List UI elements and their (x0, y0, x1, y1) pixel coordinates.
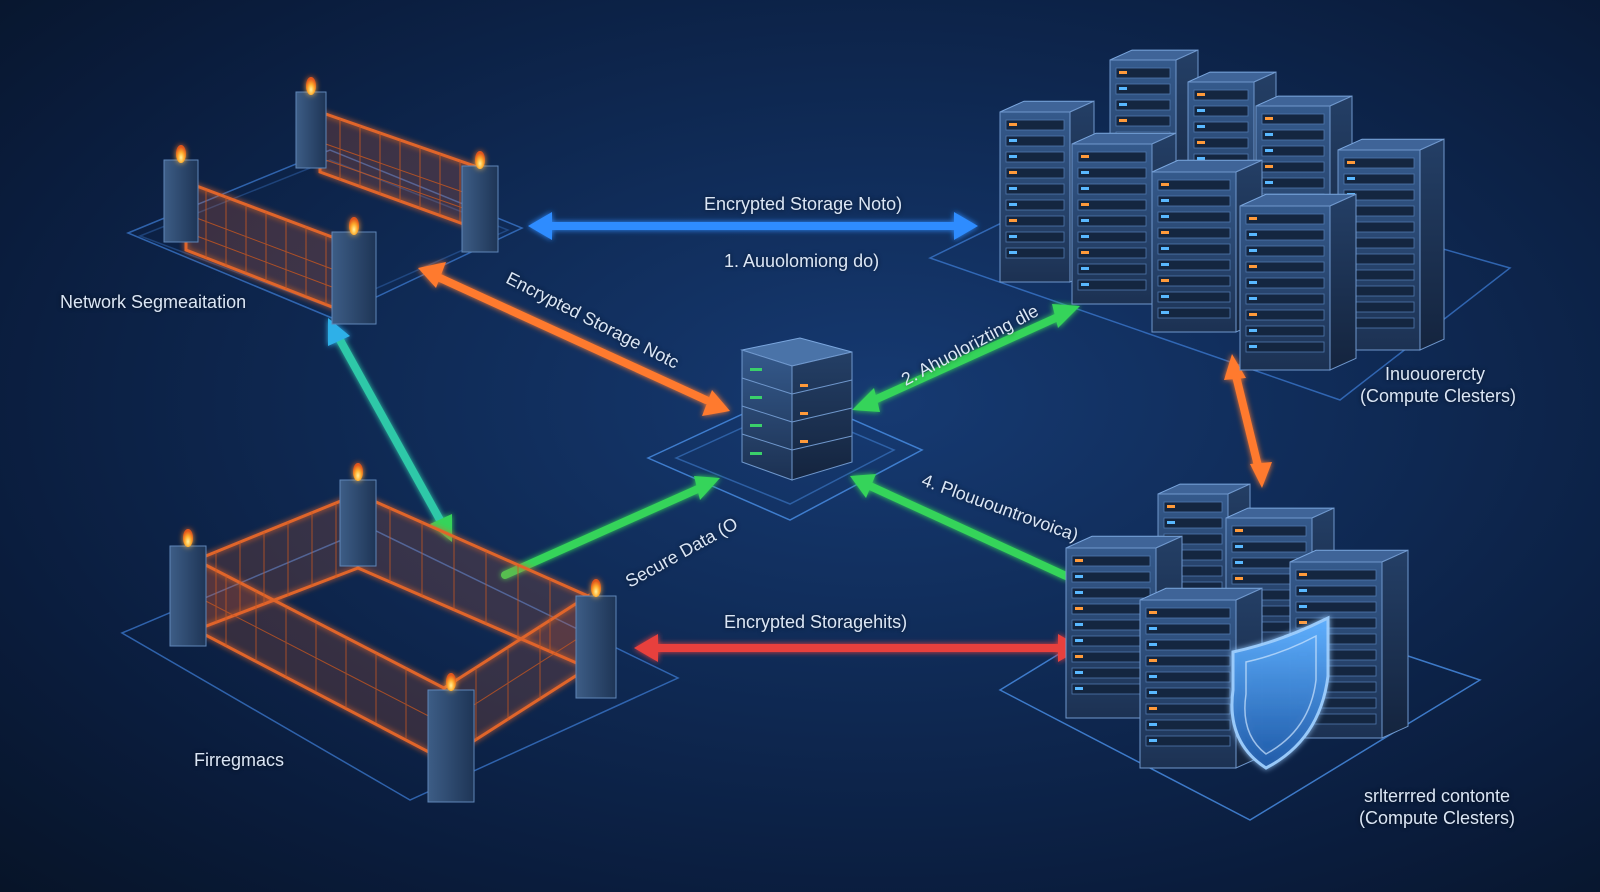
firewall-enclosure-icon (169, 463, 617, 803)
arrow-green-upper (852, 304, 1080, 412)
top-cluster-subtitle: (Compute Clesters) (1360, 385, 1517, 406)
top-cluster-title: Inuouorercty (1384, 364, 1486, 384)
firewall-label: Firregmacs (194, 750, 285, 770)
arrow-green-lower-right (850, 474, 1070, 580)
compute-cluster-bottom (1065, 483, 1409, 769)
server-tower-icon (1289, 549, 1409, 739)
server-rack-icon (740, 337, 853, 481)
arrow-bottom-red (634, 634, 1082, 662)
arrow-top-blue (528, 212, 978, 240)
shield-icon (1230, 615, 1330, 770)
server-tower-icon (1139, 587, 1263, 769)
compute-cluster-top (999, 49, 1445, 371)
firewall-fence-icon (163, 77, 499, 325)
bottom-cluster-label: srlterrred contonte (Compute Clesters) (1352, 786, 1522, 829)
bottom-cluster-subtitle: (Compute Clesters) (1358, 807, 1516, 828)
arrow-orange-vertical-right (1224, 354, 1272, 488)
bottom-cluster-title: srlterrred contonte (1363, 786, 1511, 806)
flame-icon (183, 463, 601, 691)
top-arrow-step-label: 1. Auuolomiong do) (724, 251, 880, 271)
flame-icon (176, 77, 485, 235)
top-cluster-label: Inuouorercty (Compute Clesters) (1360, 364, 1517, 407)
network-segmentation-label: Network Segmeaitation (60, 292, 247, 312)
top-arrow-label: Encrypted Storage Noto) (704, 194, 903, 214)
bottom-arrow-label: Encrypted Storagehits) (724, 612, 908, 632)
platform-top-left (126, 149, 524, 319)
arrow-orange-diagonal (418, 262, 730, 416)
server-tower-icon (1239, 193, 1357, 371)
arrow-green-secure-data (501, 476, 720, 579)
